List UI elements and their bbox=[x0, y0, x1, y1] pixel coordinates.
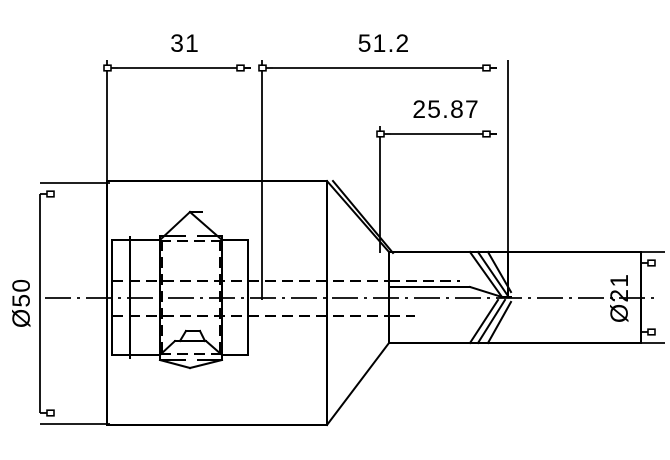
dimension-label-d50: Ø50 bbox=[8, 278, 36, 328]
taper-cone bbox=[325, 179, 395, 427]
dimension-label-25-87: 25.87 bbox=[412, 96, 480, 124]
dimension-31 bbox=[103, 60, 263, 300]
dimension-label-31: 31 bbox=[170, 30, 200, 58]
dimension-d50 bbox=[39, 182, 110, 425]
dimension-51-2 bbox=[258, 60, 509, 252]
dimension-label-d21: Ø21 bbox=[606, 273, 634, 323]
dimension-d21 bbox=[640, 251, 665, 344]
dimension-25-87 bbox=[376, 126, 497, 253]
dimension-label-51-2: 51.2 bbox=[358, 30, 411, 58]
large-cylinder-outline bbox=[106, 180, 328, 426]
hidden-lines bbox=[112, 240, 460, 358]
groove-collar bbox=[111, 210, 249, 370]
part-geometry bbox=[106, 179, 642, 427]
